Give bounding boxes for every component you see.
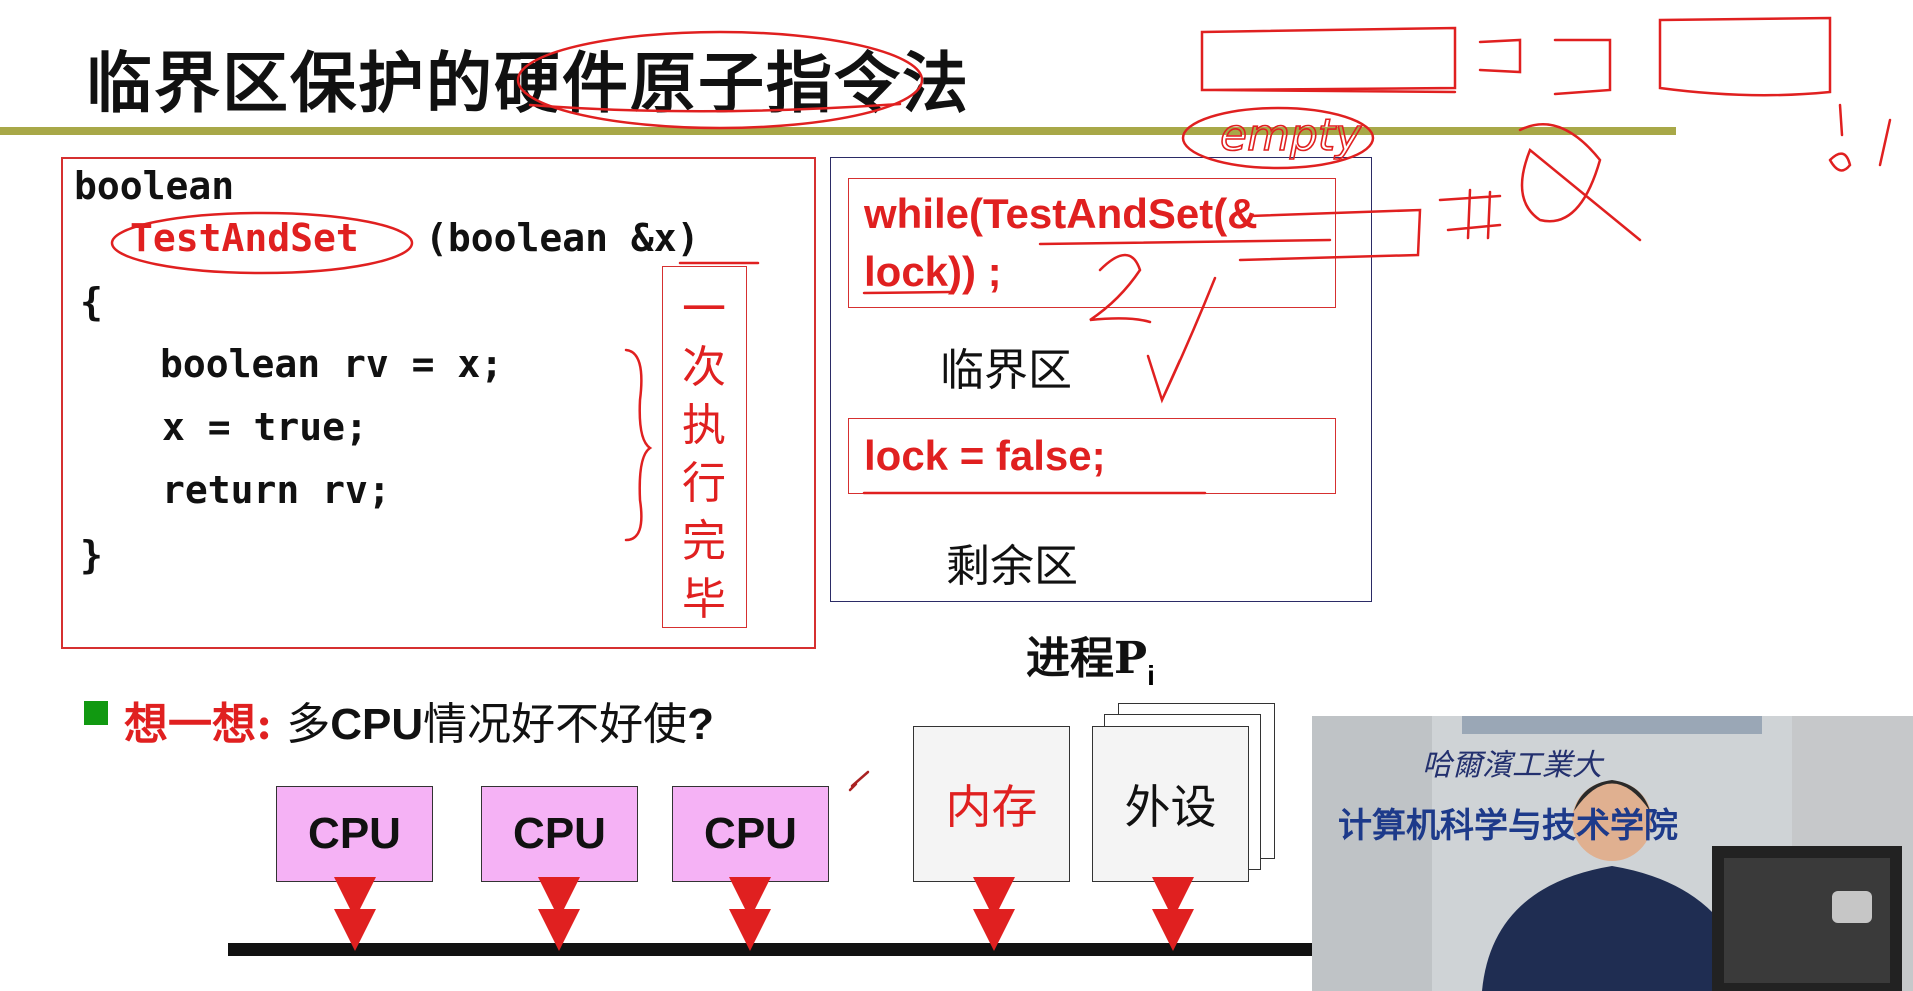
exit-unlock-line: lock = false; — [864, 432, 1106, 479]
memory-box: 内存 — [913, 726, 1070, 882]
process-diagram — [830, 157, 1372, 602]
code-body-line-1: boolean rv = x; — [160, 342, 504, 386]
entry-while-line-2: lock)) ; — [864, 248, 1002, 295]
video-banner-line-1: 哈爾濱工業大 — [1422, 748, 1602, 783]
process-caption: 进程Pi — [1026, 622, 1155, 691]
atomic-note-char: 完 — [682, 516, 726, 567]
code-body-line-2: x = true; — [162, 405, 368, 449]
atomic-note-char: 行 — [682, 458, 726, 509]
system-bus — [228, 943, 1338, 956]
question-line: 想一想: 多CPU情况好不好使? — [124, 688, 714, 752]
question-text-d: ? — [687, 700, 715, 749]
process-caption-text: 进程P — [1026, 633, 1148, 684]
code-close-brace: } — [80, 533, 103, 577]
code-line-return-type: boolean — [74, 164, 235, 208]
code-open-brace: { — [80, 280, 103, 324]
question-prefix: 想一想: — [124, 699, 273, 750]
atomic-note-char: 一 — [682, 284, 726, 335]
lecturer-video[interactable]: 哈爾濱工業大 计算机科学与技术学院 — [1312, 716, 1913, 991]
cpu-box: CPU — [481, 786, 638, 882]
process-caption-subscript: i — [1147, 660, 1155, 691]
video-banner-line-2: 计算机科学与技术学院 — [1338, 806, 1678, 846]
cpu-box: CPU — [672, 786, 829, 882]
entry-while-line-1: while(TestAndSet(& — [864, 190, 1258, 237]
remainder-section-label: 剩余区 — [946, 541, 1078, 592]
atomic-note-char: 毕 — [682, 574, 726, 625]
bullet-square — [84, 701, 108, 725]
critical-section-label: 临界区 — [940, 345, 1072, 396]
question-text-cpu: CPU — [330, 700, 424, 749]
cpu-box: CPU — [276, 786, 433, 882]
video-frame — [1312, 716, 1913, 991]
title-divider — [0, 127, 1676, 135]
atomic-note-box: 一 次 执 行 完 毕 — [662, 266, 747, 628]
code-block — [61, 157, 816, 649]
code-fn-params: (boolean &x) — [425, 216, 700, 260]
atomic-note-char: 执 — [682, 400, 726, 451]
question-text-c: 情况好不好使 — [423, 699, 688, 750]
question-text-a: 多 — [286, 699, 331, 750]
code-body-line-3: return rv; — [162, 468, 391, 512]
peripheral-box: 外设 — [1092, 726, 1249, 882]
atomic-note-char: 次 — [682, 342, 726, 393]
